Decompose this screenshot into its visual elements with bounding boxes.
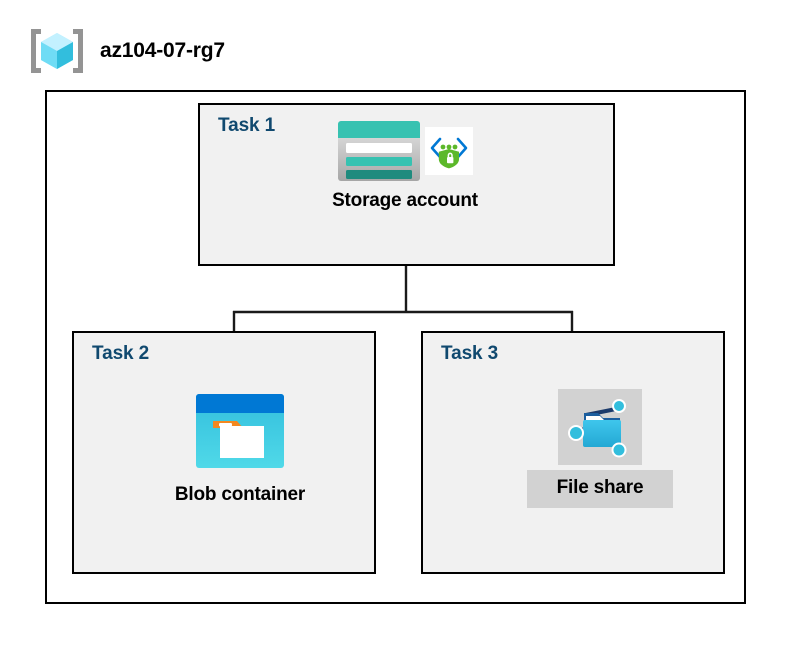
storage-account-caption: Storage account xyxy=(332,190,478,211)
task-box-task-1[interactable]: Task 1 xyxy=(198,103,615,266)
storage-account-icon-row xyxy=(337,120,473,182)
blob-container-caption: Blob container xyxy=(174,484,306,505)
node-storage-account[interactable]: Storage account xyxy=(280,120,530,212)
resource-group-header: az104-07-rg7 xyxy=(28,26,225,76)
task-label-1: Task 1 xyxy=(218,115,276,136)
file-share-caption: File share xyxy=(556,477,644,498)
node-blob-container[interactable]: Blob container xyxy=(140,392,340,506)
task-label-2: Task 2 xyxy=(92,343,150,364)
resource-group-name: az104-07-rg7 xyxy=(100,39,225,62)
managed-identity-shield-icon xyxy=(425,127,473,175)
storage-account-icon xyxy=(337,120,421,182)
task-box-task-2[interactable]: Task 2 xyxy=(72,331,376,574)
file-share-icon-highlight xyxy=(558,389,642,465)
task-label-3: Task 3 xyxy=(441,343,499,364)
file-share-caption-highlight: File share xyxy=(526,470,674,508)
blob-container-icon xyxy=(194,392,286,484)
file-share-folder-icon xyxy=(564,395,636,459)
node-file-share[interactable]: File share xyxy=(487,389,713,508)
resource-group-cube-icon xyxy=(28,26,86,76)
